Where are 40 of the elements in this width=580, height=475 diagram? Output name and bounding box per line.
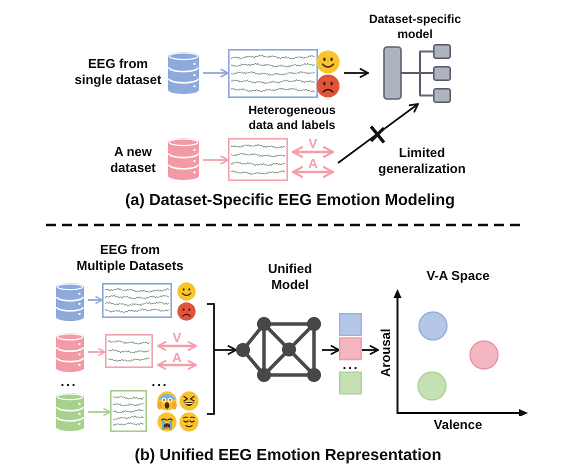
plot-title: V-A Space <box>426 268 490 284</box>
eeg-signal-plot <box>105 334 153 368</box>
ellipsis-text: ... <box>60 375 78 388</box>
emoji-faces-icon <box>316 50 340 98</box>
scale-letter: V <box>308 137 318 151</box>
eeg-signal-plot <box>228 138 288 181</box>
database-icon <box>56 283 84 321</box>
database-icon <box>56 393 84 431</box>
section-caption: (b) Unified EEG Emotion Representation <box>134 446 442 466</box>
arrow <box>88 296 103 304</box>
scale-letter: A <box>307 157 319 171</box>
arrow <box>322 345 340 355</box>
feature-squares <box>339 313 362 395</box>
arrow <box>88 348 106 356</box>
axis-label: Arousal <box>379 328 393 380</box>
ellipsis-text: ... <box>150 375 170 388</box>
database-icon <box>168 138 199 180</box>
arrow <box>88 408 111 416</box>
scale-letter: A <box>171 351 183 364</box>
model-title: Dataset-specific model <box>368 12 462 42</box>
arrow <box>203 68 229 78</box>
scale-letter: V <box>172 331 182 345</box>
eeg-signal-plot <box>110 390 147 432</box>
section-caption: (a) Dataset-Specific EEG Emotion Modeling <box>125 191 455 211</box>
database-icon <box>168 52 199 94</box>
eeg-signal-plot <box>102 283 172 318</box>
arrow <box>203 156 229 164</box>
dataset-caption: EEG from single dataset <box>74 56 162 88</box>
section-heading: EEG from Multiple Datasets <box>76 242 184 274</box>
arrow <box>337 103 419 164</box>
axis-label: Valence <box>434 417 482 433</box>
note-text: Heterogeneous data and labels <box>247 103 337 133</box>
ellipsis-text: ... <box>342 359 360 371</box>
arrow <box>214 345 237 355</box>
dataset-caption: A new dataset <box>109 144 157 176</box>
arrow <box>344 68 369 78</box>
eeg-signal-plot <box>228 49 318 98</box>
database-icon <box>56 333 84 372</box>
model-title: Unified Model <box>266 261 314 293</box>
arrow <box>362 345 379 355</box>
